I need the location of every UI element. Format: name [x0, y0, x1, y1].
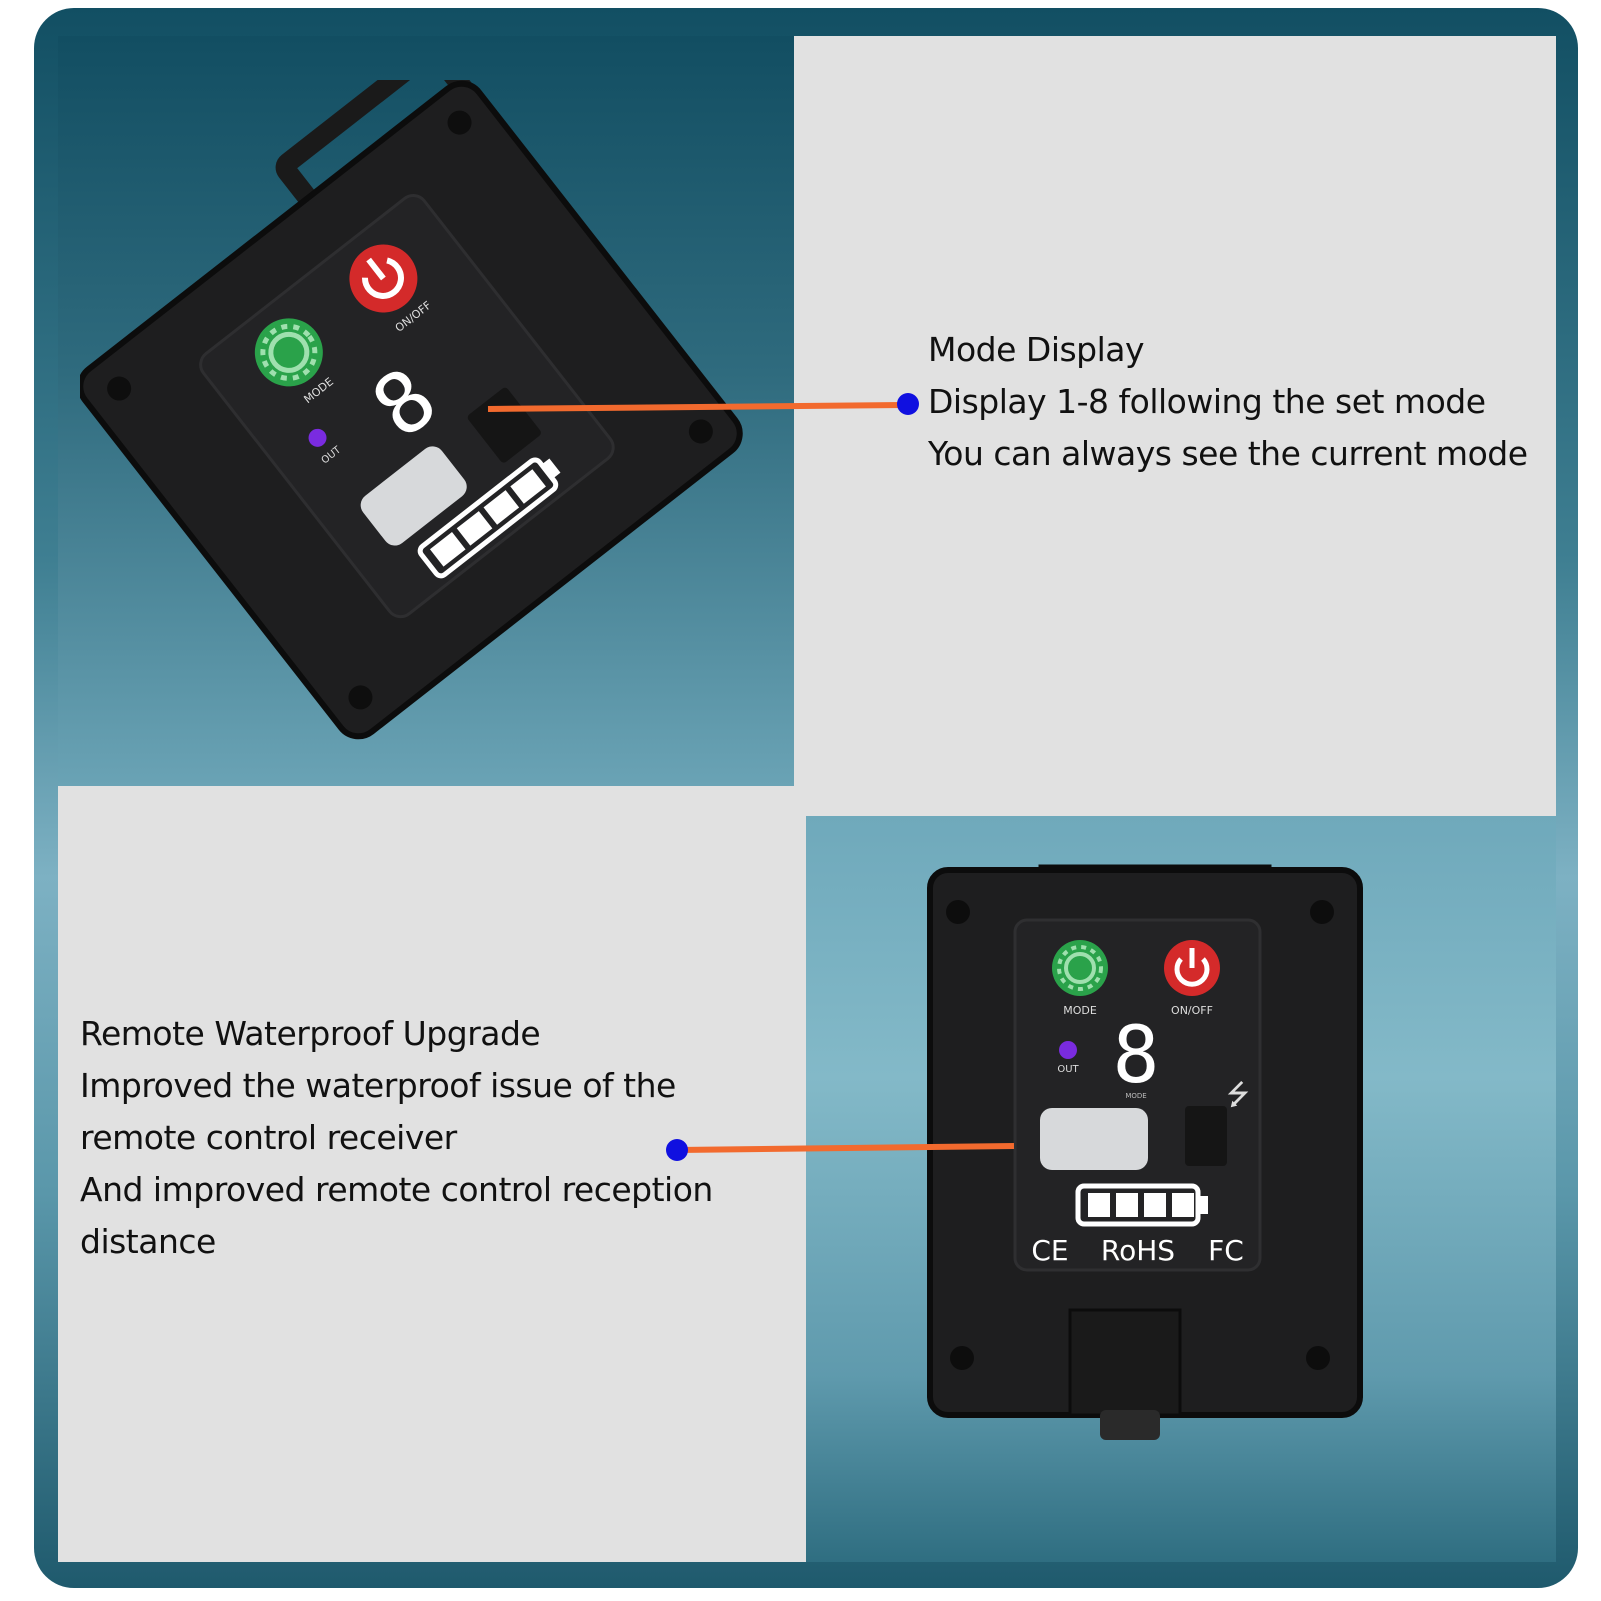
mode-gear-icon — [1052, 940, 1108, 996]
fc-mark: FC — [1208, 1234, 1244, 1267]
mode-label: MODE — [1063, 1004, 1097, 1017]
power-icon — [349, 244, 418, 313]
usb-port — [467, 387, 541, 463]
usb-port — [1185, 1106, 1227, 1166]
remote-upgrade-line-4: distance — [80, 1222, 216, 1261]
mode-display-line-1: Display 1-8 following the set mode — [928, 382, 1486, 421]
ce-mark: CE — [1031, 1234, 1068, 1267]
ir-receiver-window — [360, 446, 467, 546]
out-led — [1059, 1041, 1077, 1059]
mode-display-title: Mode Display — [928, 330, 1145, 369]
usb-icon: ⭍ — [1226, 1078, 1249, 1111]
mode-display-panel — [794, 36, 1556, 816]
onoff-label: ON/OFF — [1171, 1004, 1213, 1017]
marker-dot-mode — [897, 393, 919, 415]
mode-gear-icon — [254, 318, 323, 387]
remote-upgrade-line-2: remote control receiver — [80, 1118, 457, 1157]
seven-segment-digit: 8 — [1113, 1011, 1160, 1101]
leader-line-mode — [487, 402, 907, 412]
controller-device-front: MODE ON/OFF OUT 8 MODE ⭍ CE RoHS FC — [927, 864, 1363, 1440]
rohs-mark: RoHS — [1101, 1234, 1175, 1267]
mode-display-caption: Mode Display Display 1-8 following the s… — [928, 324, 1528, 480]
segment-mode-label: MODE — [1125, 1092, 1146, 1100]
leader-line-remote — [677, 1143, 1015, 1153]
remote-upgrade-title: Remote Waterproof Upgrade — [80, 1014, 541, 1053]
marker-dot-remote — [666, 1139, 688, 1161]
remote-upgrade-caption: Remote Waterproof Upgrade Improved the w… — [80, 1008, 713, 1268]
mode-display-line-2: You can always see the current mode — [928, 434, 1528, 473]
out-led — [308, 428, 327, 447]
battery-icon — [1075, 1183, 1208, 1227]
battery-icon — [417, 457, 561, 579]
controller-device-angled: MODE ON/OFF OUT 8 — [80, 80, 743, 740]
out-label: OUT — [1057, 1064, 1079, 1075]
ir-receiver-window — [1040, 1108, 1148, 1170]
remote-upgrade-line-1: Improved the waterproof issue of the — [80, 1066, 676, 1105]
remote-upgrade-panel — [58, 786, 806, 1562]
remote-upgrade-line-3: And improved remote control reception — [80, 1170, 713, 1209]
power-icon — [1164, 940, 1220, 996]
